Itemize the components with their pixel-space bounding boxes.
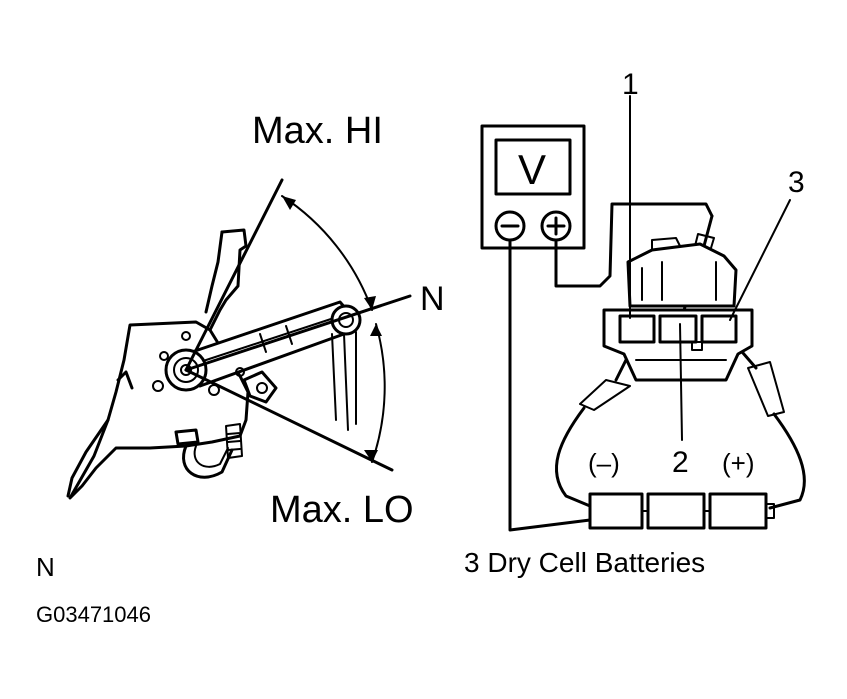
callout-3: 3 bbox=[788, 166, 805, 199]
battery-caption: 3 Dry Cell Batteries bbox=[464, 547, 705, 578]
battery-negative-label: (–) bbox=[588, 448, 620, 478]
max-lo-label: Max. LO bbox=[270, 489, 414, 531]
sensor-connector bbox=[602, 237, 754, 382]
battery-positive-label: (+) bbox=[722, 448, 755, 478]
figure-id: G03471046 bbox=[36, 602, 151, 627]
callout-2-leader bbox=[679, 323, 683, 441]
callout-1: 1 bbox=[622, 68, 639, 101]
lever-assembly bbox=[66, 178, 412, 500]
callout-3-leader bbox=[729, 199, 791, 321]
callout-2: 2 bbox=[672, 446, 689, 479]
neutral-position-label: N bbox=[420, 280, 445, 318]
battery-pack bbox=[588, 492, 775, 530]
voltmeter bbox=[480, 124, 586, 250]
footer-n-label: N bbox=[36, 552, 55, 582]
voltmeter-label: V bbox=[518, 146, 546, 193]
max-hi-label: Max. HI bbox=[252, 110, 383, 152]
